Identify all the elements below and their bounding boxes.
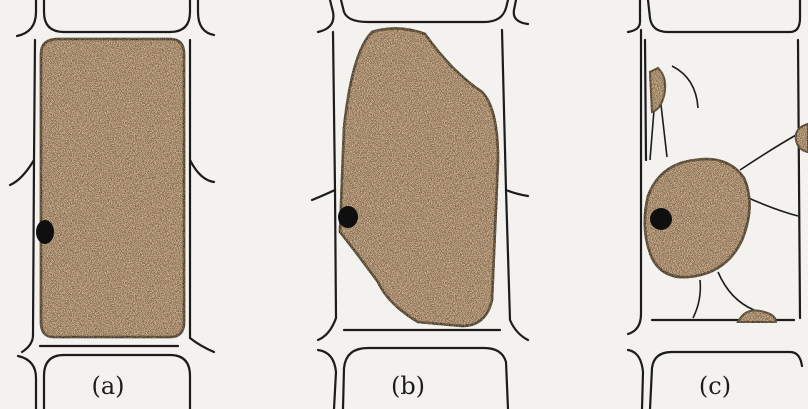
- nucleus-a: [36, 220, 54, 244]
- cytoplasm-fragment-top: [650, 68, 665, 112]
- cytoplasm-b: [340, 28, 498, 326]
- cytoplasm-fragment-bottom: [738, 310, 776, 322]
- cell-a: [10, 0, 214, 409]
- panel-label-b: (b): [378, 372, 438, 400]
- panel-label-a: (a): [78, 372, 138, 400]
- cell-b: [312, 0, 528, 409]
- nucleus-c: [650, 208, 672, 230]
- nucleus-b: [338, 206, 358, 228]
- cytoplasm-a: [41, 39, 184, 337]
- cell-c: [628, 0, 808, 409]
- panel-label-c: (c): [685, 372, 745, 400]
